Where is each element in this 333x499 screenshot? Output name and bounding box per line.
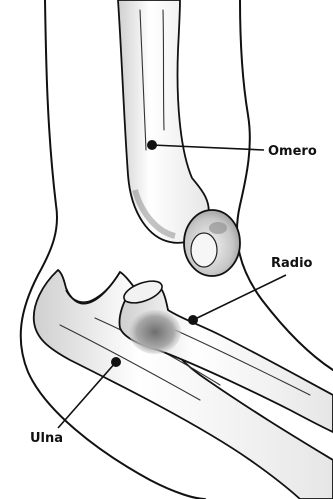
ulna-leader-line (58, 362, 116, 428)
humerus-condyle (184, 210, 240, 276)
radio-label: Radio (271, 256, 313, 271)
ulna-label: Ulna (30, 431, 63, 446)
joint-shadow (129, 310, 181, 354)
omero-label: Omero (268, 144, 317, 159)
humerus-bone (118, 0, 209, 243)
